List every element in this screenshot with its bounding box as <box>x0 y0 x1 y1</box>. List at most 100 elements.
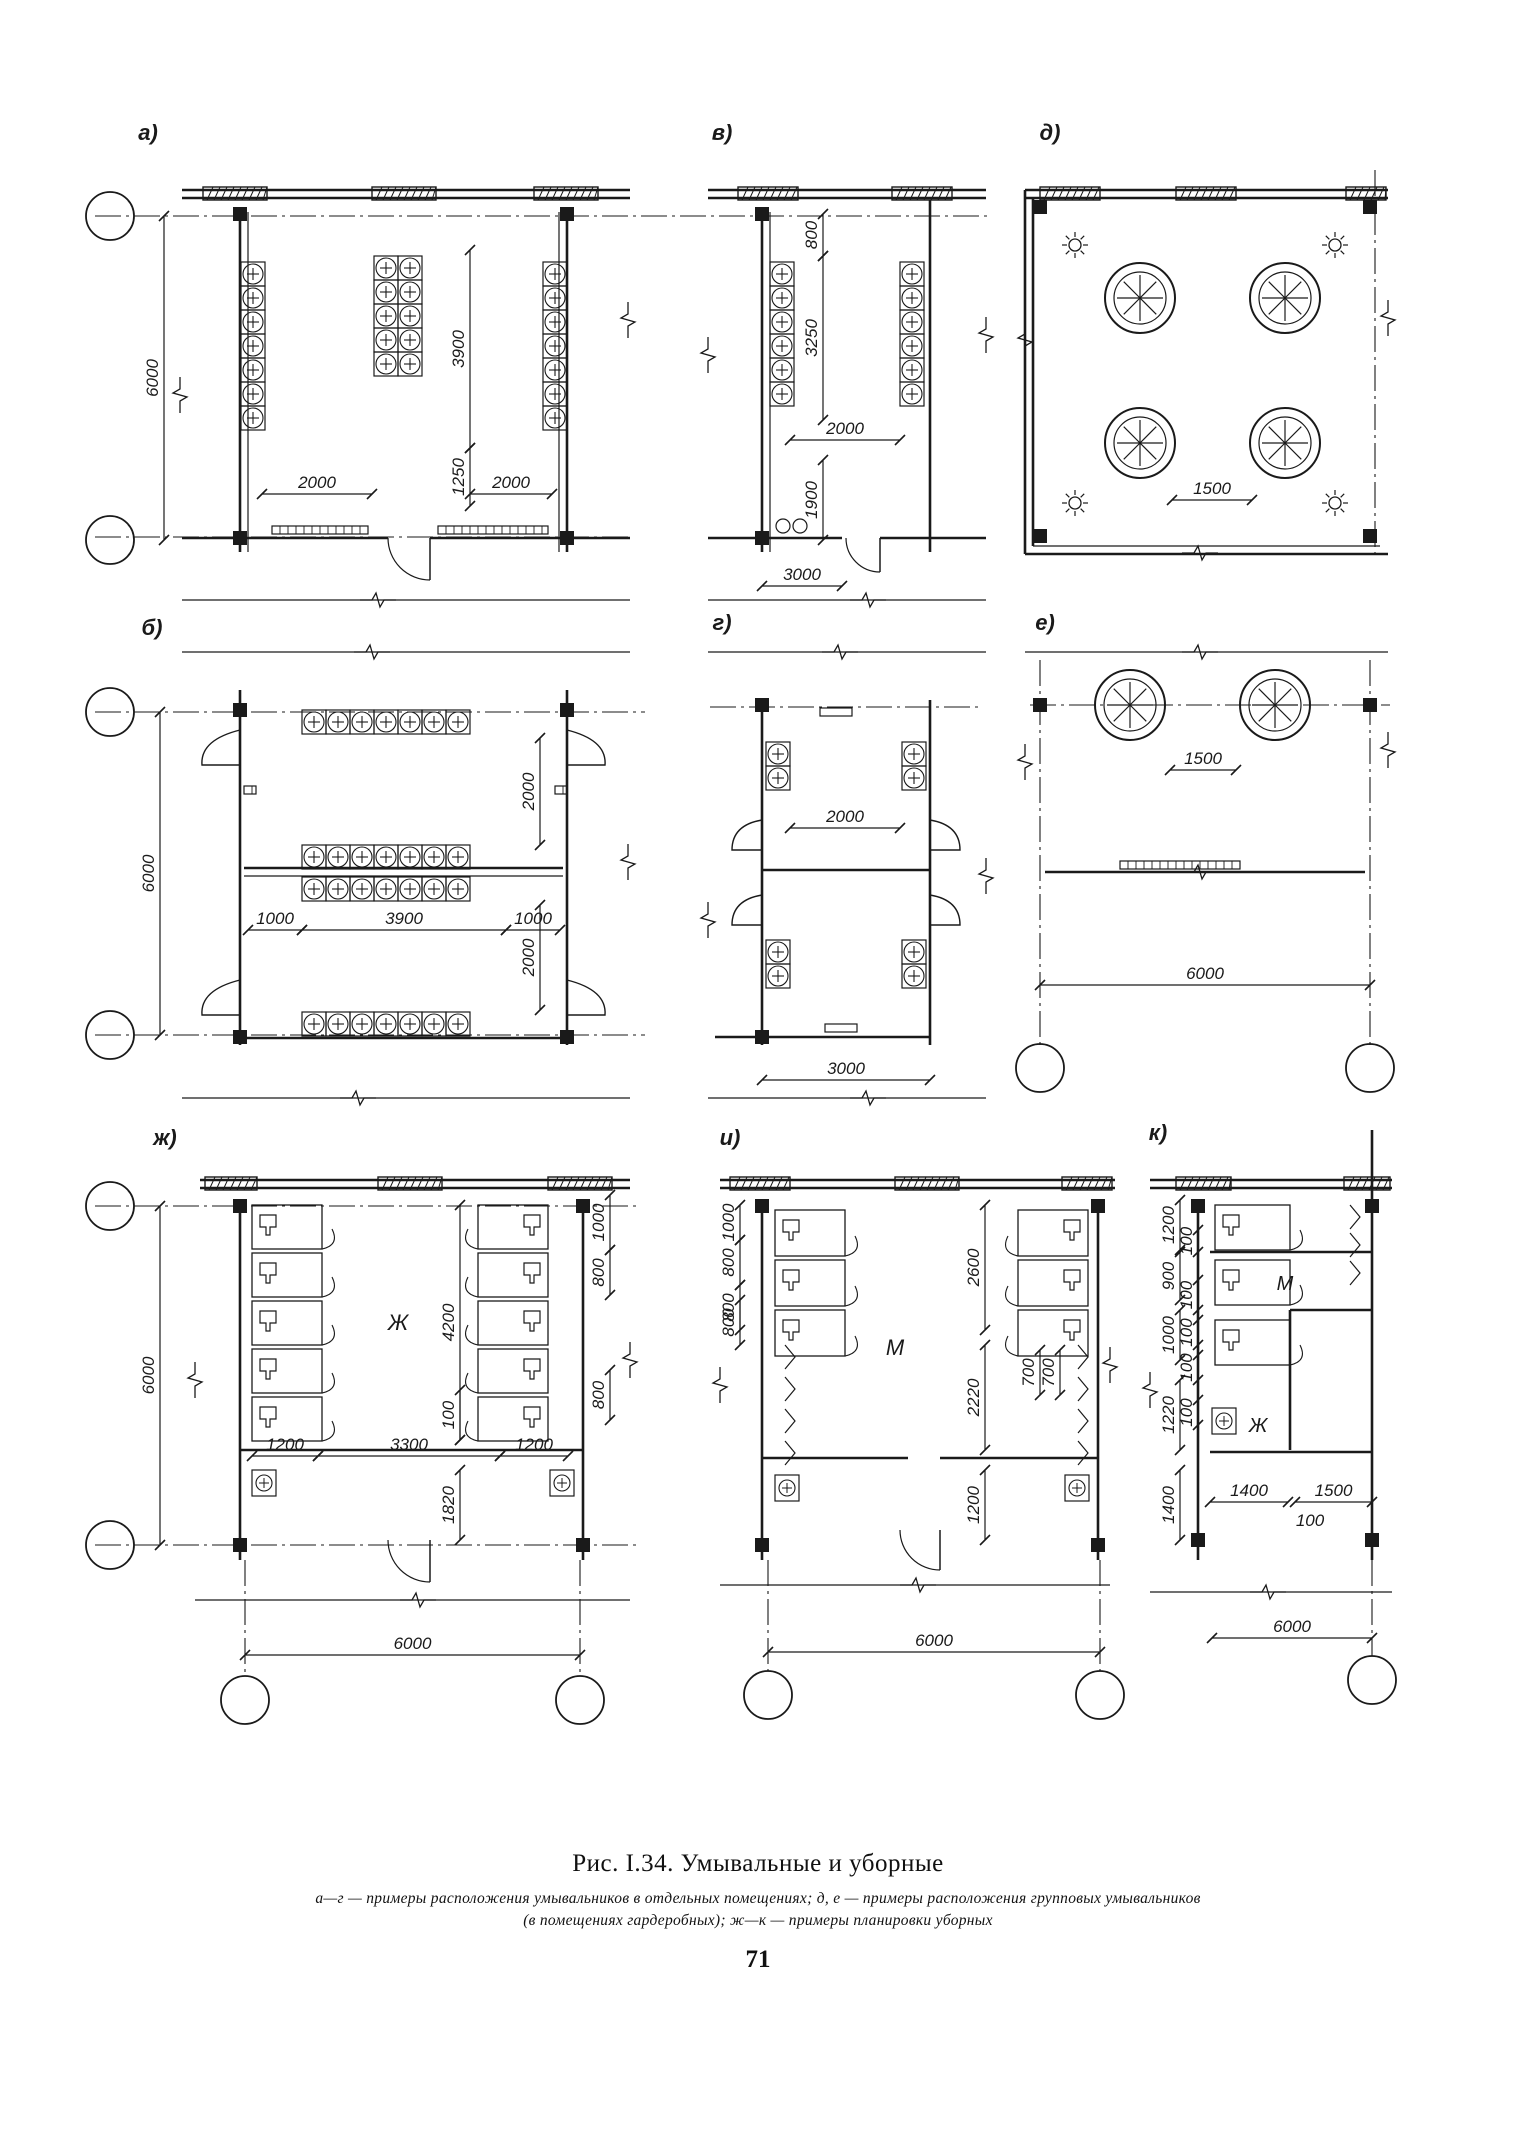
dimension-tick <box>1174 1464 1186 1476</box>
hatch-stroke <box>1193 186 1201 201</box>
group-washbasin-spray <box>1129 704 1147 722</box>
washbasin-bowl <box>901 335 923 357</box>
hatch-stroke <box>409 1176 417 1191</box>
floor-drain <box>792 518 808 534</box>
hatch-stroke <box>940 1176 948 1191</box>
toilet-bowl <box>259 1358 277 1380</box>
washbasin-bowl <box>544 359 566 381</box>
washbasin-bowl <box>327 1013 349 1035</box>
group-washbasin <box>1104 262 1176 334</box>
dimension-tick <box>604 1289 616 1301</box>
dimension-tick <box>734 1234 746 1246</box>
hatch-stroke <box>255 186 263 201</box>
dimension-tick <box>1192 1339 1204 1351</box>
light-ray <box>1325 493 1330 498</box>
dimension-tick <box>1246 494 1258 506</box>
break-line <box>1250 1583 1286 1601</box>
washbasin-bowl <box>901 263 923 285</box>
hatch-stroke <box>769 186 777 201</box>
dimension-tick <box>1192 1394 1204 1406</box>
column-square <box>755 1199 769 1213</box>
dimension-k-4: 100 <box>1177 1280 1196 1309</box>
washbasin-bowl <box>242 335 264 357</box>
column-square <box>1365 1533 1379 1547</box>
light-fixture <box>1328 496 1342 510</box>
stall-door <box>844 1335 858 1357</box>
hatch-stroke <box>431 186 437 201</box>
dimension-tick <box>1192 1246 1204 1258</box>
washbasin-bowl <box>767 965 789 987</box>
hatch-stroke <box>1200 1176 1208 1191</box>
dimension-tick <box>1282 1496 1294 1508</box>
urinal <box>1349 1232 1361 1258</box>
group-washbasin-spray <box>1284 281 1302 299</box>
dimension-tick <box>734 1199 746 1211</box>
hatch-stroke <box>1071 186 1079 201</box>
washbasin-bowl <box>903 965 925 987</box>
dimension-lower-height: 2220 <box>964 1378 983 1417</box>
washbasin-bowl <box>447 878 469 900</box>
stall-door <box>1005 1235 1019 1257</box>
dimension-spacing: 1500 <box>1184 749 1222 768</box>
hatch-stroke <box>902 186 910 201</box>
group-washbasin-spray <box>1113 704 1131 722</box>
hatch-stroke <box>783 186 791 201</box>
washbasin <box>240 405 266 431</box>
washbasin <box>445 876 471 902</box>
washbasin-bowl <box>771 263 793 285</box>
hatch-stroke <box>416 1176 424 1191</box>
dimension-tick <box>1289 1496 1301 1508</box>
bench <box>437 525 549 535</box>
dimension-width: 6000 <box>394 1634 432 1653</box>
column-square <box>233 531 247 545</box>
dimension-tick <box>256 488 268 500</box>
break-line <box>400 1591 436 1609</box>
toilet-stall <box>1214 1259 1291 1306</box>
hatch-stroke <box>579 186 587 201</box>
bench <box>554 785 568 795</box>
hatch-stroke <box>775 1176 783 1191</box>
dimension-tick <box>1174 1194 1186 1206</box>
light-ray <box>1340 508 1345 513</box>
washbasin-bowl <box>399 353 421 375</box>
hatch-stroke <box>558 186 566 201</box>
toilet-bowl <box>1222 1214 1240 1236</box>
dimension-k-7: 100 <box>1177 1353 1196 1382</box>
column-square <box>560 531 574 545</box>
toilet-bowl <box>1063 1319 1081 1341</box>
hatch-stroke <box>396 186 404 201</box>
washbasin-bowl <box>255 1474 273 1492</box>
dimension-tick <box>1364 979 1376 991</box>
dimension-tick <box>604 1414 616 1426</box>
break-line <box>360 591 396 609</box>
washbasin-bowl <box>1215 1412 1233 1430</box>
washbasin <box>774 1474 800 1502</box>
hatch-stroke <box>437 1176 443 1191</box>
hatch-stroke <box>213 186 221 201</box>
dimension-center-height: 3900 <box>449 330 468 368</box>
hatch-stroke <box>607 1176 613 1191</box>
door-swing <box>387 537 431 581</box>
dimension-tick <box>1054 1344 1066 1356</box>
hatch-stroke <box>1186 1176 1194 1191</box>
washbasin-bowl <box>901 383 923 405</box>
column-square <box>1033 529 1047 543</box>
dimension-tick <box>1164 764 1176 776</box>
washbasin-bowl <box>242 407 264 429</box>
hatch-stroke <box>1100 1176 1108 1191</box>
washbasin <box>445 844 471 870</box>
light-ray <box>1325 250 1330 255</box>
washbasin-bowl <box>375 329 397 351</box>
hatch-stroke <box>1207 1176 1215 1191</box>
break-line <box>850 1089 886 1107</box>
dimension-tick <box>979 1464 991 1476</box>
dimension-tick <box>604 1244 616 1256</box>
panel-d: д)1500 <box>1016 120 1397 562</box>
toilet-stall <box>774 1309 846 1357</box>
axis-bubble <box>743 1670 793 1720</box>
hatch-stroke <box>1377 186 1385 201</box>
hatch-stroke <box>593 186 599 201</box>
dimension-tick <box>454 1434 466 1446</box>
